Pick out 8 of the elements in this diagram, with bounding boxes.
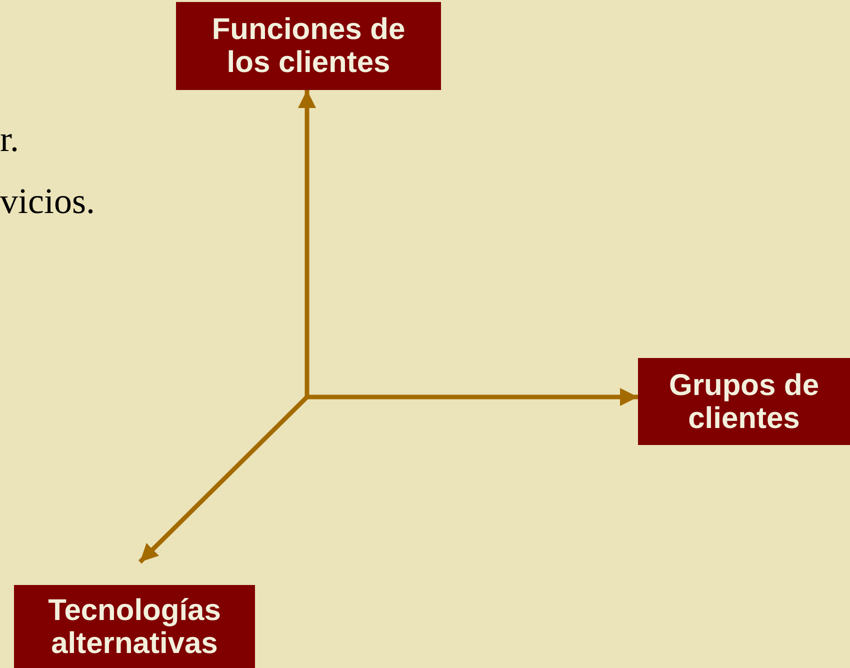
axis-arrow xyxy=(307,388,638,406)
axis-label-box: Grupos de clientes xyxy=(638,358,850,445)
axis-label-box: Funciones de los clientes xyxy=(176,2,441,90)
cut-off-text: vicios. xyxy=(0,180,95,222)
axis-arrow xyxy=(298,90,316,397)
axis-arrow xyxy=(138,395,309,564)
axis-label-box: Tecnologías alternativas xyxy=(14,585,255,668)
cut-off-text: r. xyxy=(0,118,20,160)
